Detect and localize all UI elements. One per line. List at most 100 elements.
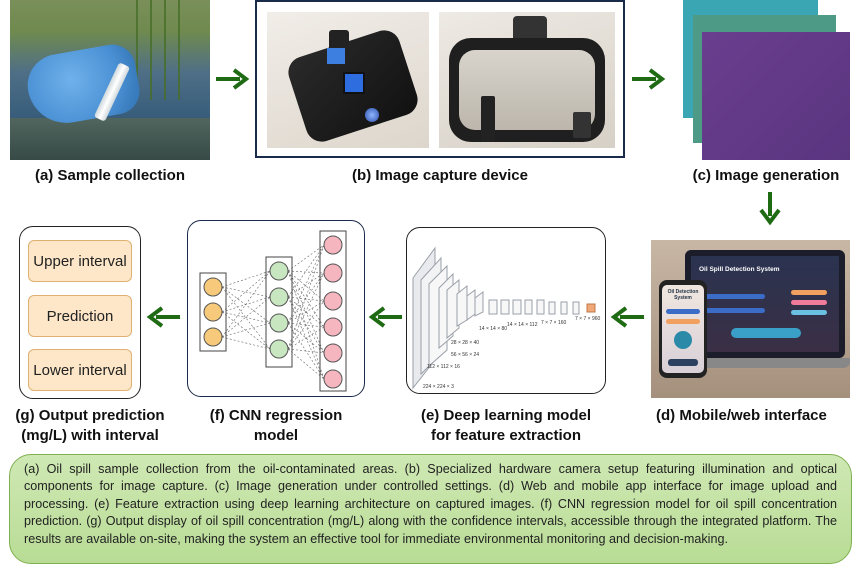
arrow-left-icon <box>368 306 402 328</box>
upper-interval-box: Upper interval <box>28 240 132 282</box>
label-cnn-line1: (f) CNN regression <box>209 407 343 424</box>
menu-bar-graphic <box>791 310 827 315</box>
capture-device-panel <box>255 0 625 158</box>
hidden-node <box>269 313 289 333</box>
network-connection <box>221 270 271 338</box>
label-sample-collection: (a) Sample collection <box>34 167 186 184</box>
network-connections <box>221 244 325 380</box>
menu-bar-graphic <box>791 290 827 295</box>
reeds-graphic <box>130 0 190 100</box>
arrow-left-icon <box>610 306 644 328</box>
network-connection <box>287 348 325 380</box>
arrow-right-icon <box>632 68 666 90</box>
phone-screen-graphic: Oil Detection System <box>662 285 704 373</box>
device-closed-photo <box>267 12 429 148</box>
network-connection <box>287 270 325 274</box>
layer-blocks <box>412 246 596 390</box>
output-node <box>323 369 343 389</box>
network-connection <box>287 244 325 298</box>
label-interface: (d) Mobile/web interface <box>656 407 827 424</box>
output-node <box>323 235 343 255</box>
input-node <box>203 277 223 297</box>
form-field-graphic <box>705 294 765 299</box>
dim-label: 7 × 7 × 960 <box>575 316 601 322</box>
network-connection <box>287 244 325 272</box>
output-node <box>323 317 343 337</box>
form-field-graphic <box>705 308 765 313</box>
network-connection <box>221 336 271 350</box>
network-connection <box>221 286 271 324</box>
network-connection <box>221 270 271 313</box>
deep-learning-model-box: 224 × 224 × 3 112 × 112 × 16 56 × 56 × 2… <box>406 227 606 394</box>
laptop-app-title: Oil Spill Detection System <box>699 266 780 273</box>
network-connection <box>287 300 325 350</box>
dim-label: 56 × 56 × 24 <box>451 352 479 358</box>
device-camera-graphic <box>573 112 591 138</box>
network-connection <box>221 270 271 288</box>
form-field-graphic <box>666 319 700 324</box>
device-component-graphic <box>481 96 495 142</box>
network-connection <box>287 300 325 324</box>
form-field-graphic <box>666 309 700 314</box>
network-connection <box>287 272 325 298</box>
output-node <box>323 343 343 363</box>
phone-app-title: Oil Detection System <box>667 289 699 301</box>
interface-photo: Oil Spill Detection System Oil Detection… <box>651 240 850 398</box>
upload-icon <box>674 331 692 349</box>
device-knob-graphic <box>365 108 379 122</box>
network-connection <box>221 322 271 338</box>
network-connection <box>221 311 271 324</box>
output-prediction-box: Upper interval Prediction Lower interval <box>19 226 141 399</box>
network-connection <box>287 270 325 302</box>
hidden-layer-frame <box>265 256 293 368</box>
arrow-down-icon <box>759 192 781 226</box>
hidden-node <box>269 261 289 281</box>
laptop-screen-graphic: Oil Spill Detection System <box>691 256 839 352</box>
label-deep-model-line1: (e) Deep learning model <box>420 407 592 424</box>
dim-label: 14 × 14 × 112 <box>507 322 538 328</box>
laptop-graphic: Oil Spill Detection System <box>685 250 845 358</box>
network-nodes <box>203 235 343 389</box>
network-connection <box>221 296 271 338</box>
arrow-left-icon <box>146 306 180 328</box>
cnn-regression-box <box>187 220 365 397</box>
device-tray-graphic <box>449 38 605 142</box>
device-screen-graphic <box>343 72 365 94</box>
neural-network-diagram <box>199 230 347 392</box>
label-output-line2: (mg/L) with interval <box>21 427 159 444</box>
network-connection <box>221 286 271 350</box>
phone-graphic: Oil Detection System <box>659 280 707 378</box>
lower-interval-box: Lower interval <box>28 349 132 391</box>
network-connection <box>287 244 325 350</box>
input-node <box>203 302 223 322</box>
network-connection <box>287 322 325 380</box>
arrow-right-icon <box>216 68 250 90</box>
label-output-line1: (g) Output prediction <box>15 407 165 424</box>
output-node <box>323 263 343 283</box>
device-cap-graphic <box>329 30 349 52</box>
label-image-generation: (c) Image generation <box>692 167 840 184</box>
gloved-hand-graphic <box>22 40 144 130</box>
output-layer-frame <box>319 230 347 392</box>
input-layer-frame <box>199 272 227 352</box>
hidden-node <box>269 339 289 359</box>
device-light-graphic <box>327 48 345 64</box>
network-connection <box>287 270 325 328</box>
output-node <box>323 291 343 311</box>
menu-bar-graphic <box>791 300 827 305</box>
label-capture-device: (b) Image capture device <box>352 167 528 184</box>
label-cnn-line2: model <box>253 427 299 444</box>
dim-label: 7 × 7 × 160 <box>541 320 567 326</box>
shore-graphic <box>10 118 210 160</box>
sample-collection-photo <box>10 0 210 160</box>
feature-extraction-diagram: 224 × 224 × 3 112 × 112 × 16 56 × 56 × 2… <box>412 246 601 390</box>
device-open-photo <box>439 12 615 148</box>
hidden-node <box>269 287 289 307</box>
network-connection <box>287 326 325 350</box>
dim-label: 224 × 224 × 3 <box>423 384 454 390</box>
label-deep-model-line2: for feature extraction <box>430 427 582 444</box>
generated-image-3 <box>702 32 850 160</box>
login-button-graphic <box>731 328 801 338</box>
dim-label: 14 × 14 × 80 <box>479 326 507 332</box>
phone-login-graphic <box>668 359 698 366</box>
